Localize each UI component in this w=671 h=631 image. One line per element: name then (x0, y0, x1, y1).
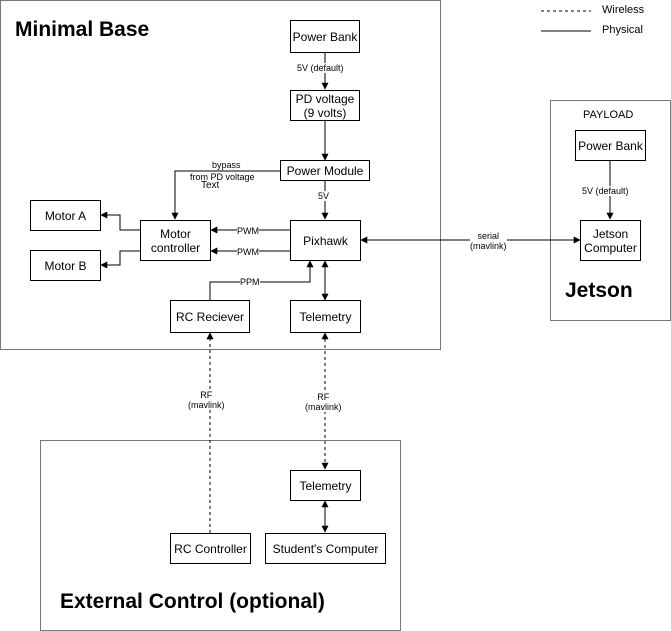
node-motor-a: Motor A (30, 200, 101, 231)
label-rf-right-line2: (mavlink) (305, 402, 342, 412)
label-ppm: PPM (240, 277, 260, 287)
node-power-module: Power Module (280, 160, 370, 181)
node-pd-voltage: PD voltage (9 volts) (290, 90, 360, 121)
edge-motor-b (100, 250, 140, 269)
rc-controller-label: RC Controller (174, 541, 247, 556)
rc-receiver-label: RC Reciever (175, 309, 244, 324)
payload-title: PAYLOAD (583, 109, 634, 121)
node-power-bank-base: Power Bank (290, 20, 360, 53)
label-5v-default-payload: 5V (default) (582, 186, 629, 196)
jetson-line1: Jetson (592, 226, 629, 241)
power-module-label: Power Module (286, 163, 364, 178)
jetson-line2: Computer (584, 240, 637, 255)
legend-physical-label: Physical (602, 24, 643, 36)
node-rc-receiver: RC Reciever (170, 300, 250, 333)
legend-wireless-label: Wireless (602, 4, 645, 16)
power-bank-payload-label: Power Bank (578, 138, 643, 153)
label-serial-line1: serial (477, 231, 500, 241)
edge-bypass (171, 170, 280, 220)
label-rf-left-line1: RF (200, 390, 213, 400)
label-rf-right-line1: RF (317, 392, 330, 402)
jetson-title: Jetson (565, 279, 633, 302)
label-5v-default-base: 5V (default) (297, 63, 344, 73)
node-students-computer: Student's Computer (265, 533, 386, 564)
label-serial-line2: (mavlink) (470, 241, 507, 251)
label-serial: serial (mavlink) (470, 231, 507, 251)
label-pwm-1: PWM (237, 226, 259, 236)
node-motor-controller: Motor controller (140, 220, 211, 261)
node-rc-controller: RC Controller (170, 533, 251, 564)
minimal-base-title: Minimal Base (15, 18, 150, 41)
pd-voltage-line2: (9 volts) (303, 105, 347, 120)
label-bypass-line1: bypass (212, 160, 241, 170)
node-jetson-computer: Jetson Computer (580, 220, 641, 261)
group-minimal-base (0, 0, 441, 350)
pd-voltage-line1: PD voltage (295, 91, 355, 106)
node-telemetry-ext: Telemetry (290, 470, 361, 501)
telemetry-base-label: Telemetry (299, 309, 352, 324)
motor-controller-line1: Motor (160, 226, 191, 241)
pixhawk-label: Pixhawk (303, 233, 348, 248)
motor-b-label: Motor B (44, 258, 87, 273)
node-motor-b: Motor B (30, 250, 101, 281)
external-control-title: External Control (optional) (60, 590, 325, 613)
node-power-bank-payload: Power Bank (575, 130, 646, 161)
label-bypass-line2: from PD voltage (190, 172, 255, 182)
label-rf-left-line2: (mavlink) (188, 400, 225, 410)
label-stray-text: Text (201, 180, 220, 191)
edge-motor-a (100, 211, 140, 231)
label-pwm-2: PWM (237, 247, 259, 257)
motor-a-label: Motor A (44, 208, 87, 223)
telemetry-ext-label: Telemetry (299, 478, 352, 493)
power-bank-base-label: Power Bank (292, 29, 358, 44)
motor-controller-line2: controller (150, 240, 201, 255)
label-5v-module: 5V (318, 191, 330, 201)
node-telemetry-base: Telemetry (290, 300, 361, 333)
node-pixhawk: Pixhawk (290, 220, 361, 261)
students-computer-label: Student's Computer (272, 541, 379, 556)
edge-ppm (209, 260, 314, 300)
label-rf-left: RF (mavlink) (188, 390, 225, 410)
label-rf-right: RF (mavlink) (305, 392, 342, 412)
